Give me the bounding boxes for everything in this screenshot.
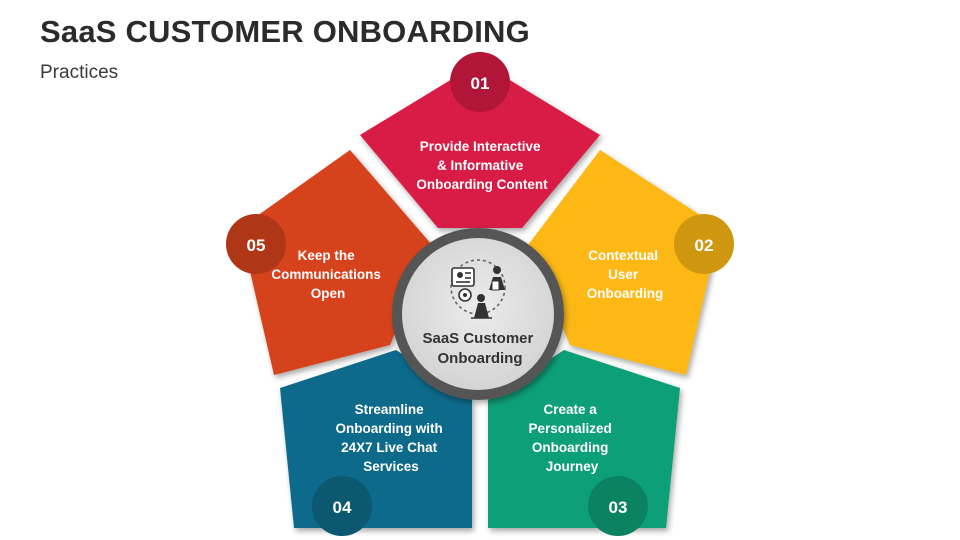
- segment-04-label: Streamline Onboarding with 24X7 Live Cha…: [335, 402, 446, 474]
- page-title: SaaS CUSTOMER ONBOARDING: [40, 14, 530, 49]
- segment-02-label: Contextual User Onboarding: [587, 248, 664, 301]
- segment-02: 02 Contextual User Onboarding: [528, 150, 734, 375]
- page-subtitle: Practices: [40, 62, 119, 83]
- segment-05-number: 05: [247, 236, 266, 255]
- segment-04-number-badge: [312, 476, 372, 536]
- segment-01-number: 01: [471, 74, 490, 93]
- segment-01-label: Provide Interactive & Informative Onboar…: [416, 139, 548, 192]
- segment-05-shape: [240, 150, 432, 375]
- segment-05: 05 Keep the Communications Open: [226, 150, 432, 375]
- segment-01-number-badge: [450, 52, 510, 112]
- segment-02-number: 02: [695, 236, 714, 255]
- segment-05-label: Keep the Communications Open: [271, 248, 384, 301]
- onboarding-people-icon: [450, 259, 506, 319]
- center-hub: SaaS Customer Onboarding: [392, 228, 564, 400]
- segment-03: 03 Create a Personalized Onboarding Jour…: [488, 350, 680, 536]
- segment-02-shape: [528, 150, 720, 375]
- segment-05-number-badge: [226, 214, 286, 274]
- center-label: SaaS Customer Onboarding: [422, 330, 537, 367]
- segment-03-number: 03: [609, 498, 628, 517]
- segment-02-number-badge: [674, 214, 734, 274]
- segment-04-number: 04: [333, 498, 352, 517]
- segment-03-label: Create a Personalized Onboarding Journey: [528, 402, 615, 474]
- segment-03-number-badge: [588, 476, 648, 536]
- segment-04: 04 Streamline Onboarding with 24X7 Live …: [280, 350, 472, 536]
- segment-01: 01 Provide Interactive & Informative Onb…: [360, 52, 600, 228]
- segment-01-shape: [360, 62, 600, 228]
